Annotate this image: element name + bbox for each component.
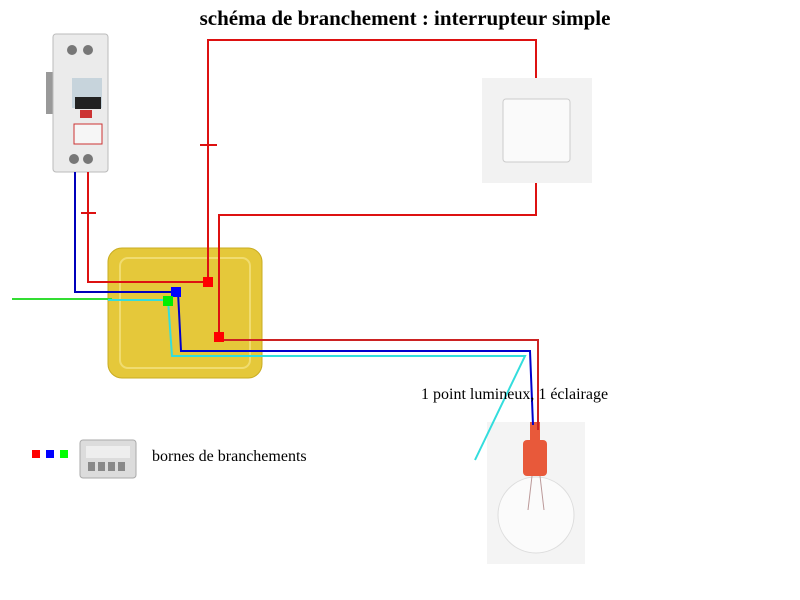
phase-wire-to-switch (207, 39, 537, 283)
light-bulb (487, 422, 585, 564)
terminal-red (203, 277, 213, 287)
light-switch (482, 78, 592, 183)
page-title: schéma de branchement : interrupteur sim… (199, 6, 611, 30)
circuit-breaker (46, 33, 109, 173)
wago-connector-image (79, 439, 137, 479)
legend-square-blue (46, 450, 54, 458)
terminal-blue (171, 287, 181, 297)
legend-label: bornes de branchements (152, 448, 307, 465)
terminal-green (163, 296, 173, 306)
switch-return-wire (218, 183, 537, 337)
phase-wire-supply (87, 172, 208, 283)
junction-box (107, 247, 263, 379)
earth-wire-box (108, 299, 527, 461)
legend-square-red (32, 450, 40, 458)
legend-square-green (60, 450, 68, 458)
lamp-label: 1 point lumineux, 1 éclairage (421, 386, 609, 403)
terminal-red (214, 332, 224, 342)
lamp-neutral-wire (177, 291, 534, 426)
neutral-wire-supply (74, 172, 176, 293)
lamp-phase-wire (219, 339, 539, 430)
